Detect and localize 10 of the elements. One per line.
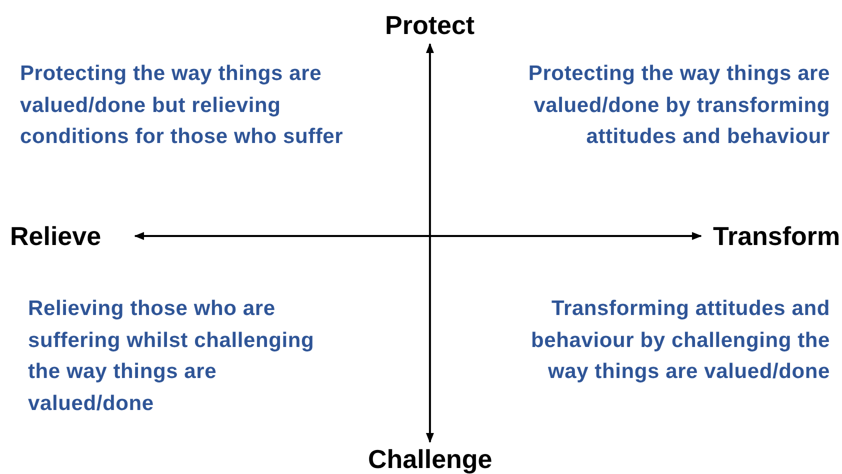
quadrant-description: Transforming attitudes and behaviour by challenging the way things are valued/done [530, 296, 830, 385]
quadrant-description: Protecting the way things are valued/done but relieving conditions for those who suffer [20, 61, 344, 150]
axis-label: Protect [385, 10, 475, 40]
axis-label: Transform [713, 221, 840, 251]
quadrant-description: Relieving those who are suffering whilst challenging the way things are valued/done [28, 296, 316, 416]
axis-label: Challenge [368, 444, 492, 474]
axis-arrow [134, 232, 702, 240]
quadrant-description: Protecting the way things are valued/done by transforming attitudes and behaviour [527, 61, 830, 150]
axis-arrow [426, 43, 434, 443]
axis-label: Relieve [10, 221, 102, 251]
